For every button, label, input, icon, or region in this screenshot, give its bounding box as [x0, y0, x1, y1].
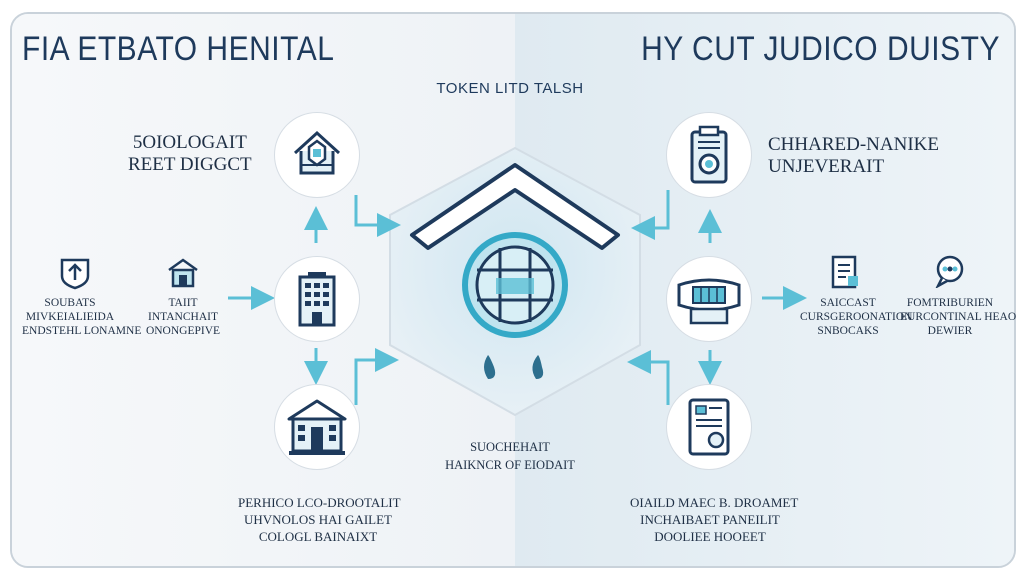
house-small-icon [168, 258, 198, 288]
node-mid-right [666, 256, 752, 342]
document-badge-icon [690, 125, 728, 184]
node-top-left [274, 112, 360, 198]
far-left-node [58, 256, 92, 295]
left-title: FIA ETBATO HENITAL [22, 30, 335, 68]
label-far-right: FOMTRIBURIEN EURCONTINAL HEAO DEWIER [900, 297, 1017, 337]
node-bottom-left [274, 384, 360, 470]
bandwidth-card-icon [677, 278, 741, 325]
label-mid-left: TAIIT INTANCHAIT ONONGEPIVE [145, 297, 221, 337]
label-mid-right: SAICCAST CURSGEROONATION SNBOCAKS [800, 297, 913, 337]
label-bottom-left: PERHICO LCO-DROOTALIT UHVNOLOS HAI GAILE… [238, 495, 401, 544]
diagram-frame [10, 12, 1016, 568]
label-bottom-right: OIAILD MAEC B. DROAMET INCHAIBAET PANEIL… [630, 495, 799, 544]
mid-right-small-node [828, 254, 862, 295]
node-bottom-right [666, 384, 752, 470]
label-top-left: 5OIOLOGAIT REET DIGGCT [128, 132, 252, 175]
far-right-node [932, 254, 968, 293]
label-far-left: SOUBATS MIVKEIALIEIDA ENDSTEHL LONAMNE [22, 297, 142, 337]
arrow-top-right [631, 190, 670, 240]
center-title: TOKEN LITD TALSH [436, 80, 584, 97]
label-bottom-center: SUOCHEHAIT HAIKNCR OF EIODAIT [445, 440, 575, 472]
shield-arrow-icon [60, 258, 90, 290]
town-hall-icon [287, 399, 347, 455]
tablet-document-icon [688, 398, 730, 456]
report-icon [831, 255, 858, 289]
home-lock-central-icon [410, 163, 620, 379]
right-title: HY CUT JUDICO DUISTY [641, 30, 1000, 68]
node-mid-left [274, 256, 360, 342]
chat-bubble-icon [935, 255, 964, 290]
arrow-top-left [354, 195, 401, 237]
arrow-bottom-left [354, 348, 399, 405]
node-top-right [666, 112, 752, 198]
house-shield-icon [293, 130, 341, 175]
arrow-bottom-right [627, 350, 670, 405]
mid-left-small-node [166, 256, 200, 295]
label-top-right: CHHARED-NANIKE UNJEVERAIT [768, 134, 939, 177]
building-icon [298, 272, 336, 327]
